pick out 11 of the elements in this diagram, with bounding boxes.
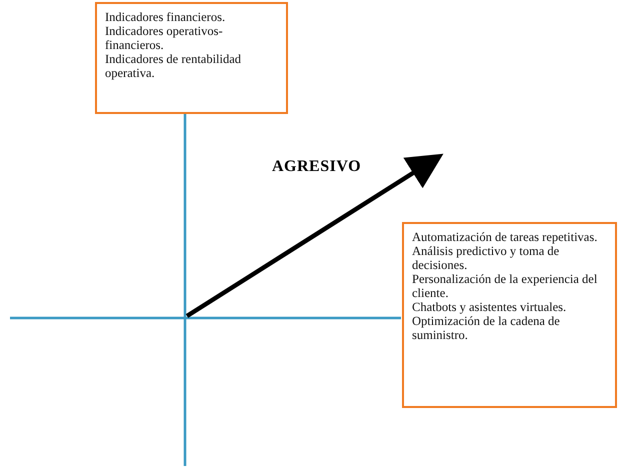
list-item-text: Indicadores de rentabilidad operativa. [105, 52, 242, 80]
text-box [95, 2, 288, 114]
list-item-text: Optimización de la cadena de suministro. [412, 314, 561, 342]
list-item-text: Indicadores operativos-financieros. [105, 24, 224, 52]
list-item-text: Análisis predictivo y toma de decisiones. [412, 244, 560, 272]
text-box [402, 222, 617, 408]
arrow-label: AGRESIVO [272, 158, 362, 176]
list-item-text: Chatbots y asistentes virtuales. [412, 300, 568, 314]
list-item-text: Indicadores financieros. [105, 10, 226, 24]
list-item-text: Personalización de la experiencia del cliente. [412, 272, 598, 300]
list-item-text: Automatización de tareas repetitivas. [412, 230, 598, 244]
